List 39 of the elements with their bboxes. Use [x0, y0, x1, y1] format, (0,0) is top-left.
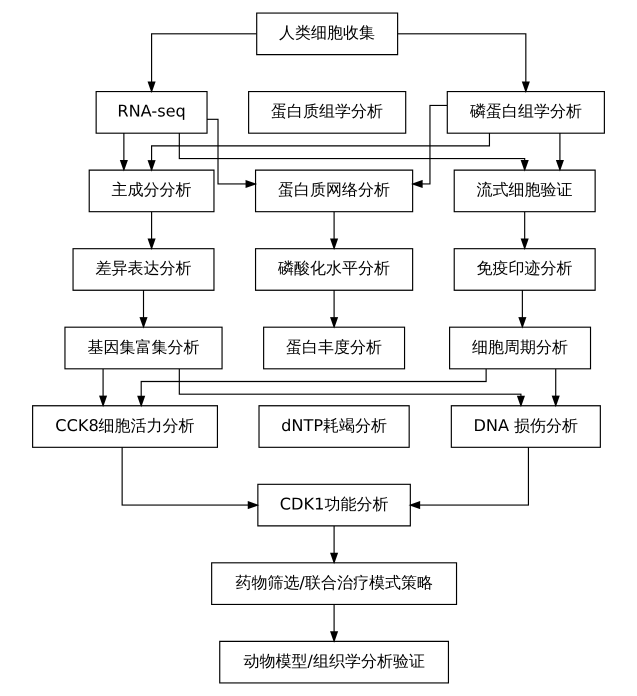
node-box: DNA 损伤分析 [450, 405, 601, 448]
node-box: 蛋白质组学分析 [248, 91, 406, 134]
node-box: 动物模型/组织学分析验证 [219, 640, 450, 684]
arrow [398, 33, 530, 94]
node-box: 细胞周期分析 [449, 326, 592, 370]
arrow [520, 212, 529, 250]
node-box: 主成分分析 [88, 170, 215, 212]
node-box: RNA-seq [96, 91, 208, 134]
node-box: 药物筛选/联合治疗模式策略 [211, 562, 458, 605]
arrow [411, 104, 448, 188]
arrow [556, 133, 564, 172]
arrow [178, 368, 525, 408]
node-box: 差异表达分析 [72, 248, 215, 291]
node-box: 人类细胞收集 [256, 12, 398, 56]
arrow [330, 212, 338, 250]
node-box: 蛋白丰度分析 [263, 326, 406, 370]
node-box: 流式细胞验证 [454, 170, 596, 212]
arrow [518, 290, 526, 329]
arrow [330, 604, 338, 643]
node-box: CCK8细胞活力分析 [32, 405, 218, 448]
node-box: 基因集富集分析 [64, 326, 223, 370]
arrow [120, 133, 128, 172]
node-box: 免疫印迹分析 [454, 248, 596, 291]
arrow [148, 212, 156, 250]
arrow [330, 290, 338, 329]
arrow [99, 369, 108, 408]
arrow [207, 118, 258, 188]
arrow [139, 290, 148, 329]
arrow [408, 448, 530, 510]
arrow [148, 33, 256, 94]
arrow [552, 369, 560, 408]
node-box: dNTP耗竭分析 [258, 405, 410, 448]
node-box: CDK1功能分析 [257, 484, 411, 526]
node-box: 蛋白质网络分析 [254, 170, 414, 212]
arrow [178, 133, 529, 172]
arrow [330, 526, 338, 564]
node-box: 磷蛋白组学分析 [446, 91, 605, 134]
node-box: 磷酸化水平分析 [254, 248, 414, 291]
arrow [122, 448, 260, 510]
